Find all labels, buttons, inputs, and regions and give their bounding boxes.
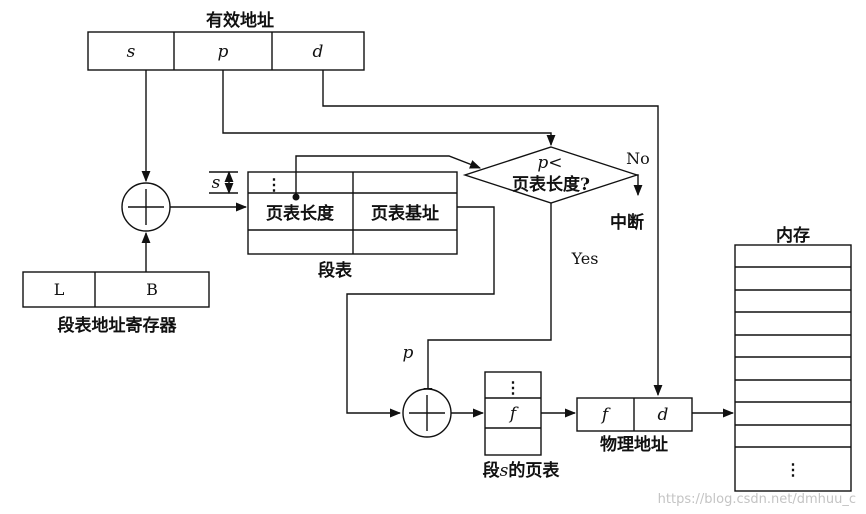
page-table-dots: ⋮	[505, 378, 521, 397]
segment-table-col2: 页表基址	[371, 203, 439, 224]
circled-plus-icon	[121, 182, 171, 232]
effective-address-title: 有效地址	[206, 10, 274, 31]
segment-table-dots: ⋮	[266, 175, 282, 194]
memory-box	[734, 244, 852, 492]
memory: ⋮	[734, 244, 852, 492]
compare-line1: p<	[537, 153, 562, 173]
register-box	[22, 271, 210, 308]
memory-title: 内存	[776, 225, 810, 246]
compare-line2: 页表长度?	[512, 174, 590, 195]
no-label: No	[626, 149, 650, 168]
p-label: p	[403, 343, 414, 363]
page-table-f: f	[508, 404, 519, 424]
circled-plus-icon	[402, 388, 452, 438]
field-d: d	[313, 42, 324, 62]
page-table: ⋮ f	[484, 371, 542, 456]
memory-dots: ⋮	[785, 460, 801, 479]
s-marker: s	[212, 173, 221, 193]
page-table-label: 段s的页表	[483, 460, 561, 481]
register-field-l: L	[54, 280, 65, 299]
d-to-physical-arrow	[322, 70, 663, 397]
physical-d: d	[658, 405, 669, 425]
field-s: s	[127, 42, 136, 62]
segment-table-register: L B	[22, 271, 210, 308]
yes-label: Yes	[571, 249, 599, 268]
physical-address: f d	[576, 397, 693, 432]
p-to-compare-arrow	[222, 70, 556, 147]
watermark: https://blog.csdn.net/dmhuu_c	[658, 492, 856, 507]
register-label: 段表地址寄存器	[58, 315, 178, 336]
segment-table-label: 段表	[318, 260, 353, 281]
yes-arrow	[423, 203, 552, 400]
physical-f: f	[600, 405, 611, 425]
effective-address: s p d	[87, 31, 365, 71]
segment-table: ⋮ 页表长度 页表基址	[247, 171, 458, 255]
length-to-compare-arrow	[295, 155, 482, 197]
interrupt-label: 中断	[610, 212, 644, 233]
register-field-b: B	[146, 280, 158, 299]
effective-address-box	[87, 31, 365, 71]
base-to-adder-arrow	[346, 206, 495, 418]
field-p: p	[218, 42, 229, 62]
page-table-box	[484, 371, 542, 456]
no-arrow	[633, 174, 643, 197]
physical-address-label: 物理地址	[600, 434, 668, 455]
segment-table-col1: 页表长度	[266, 203, 335, 224]
